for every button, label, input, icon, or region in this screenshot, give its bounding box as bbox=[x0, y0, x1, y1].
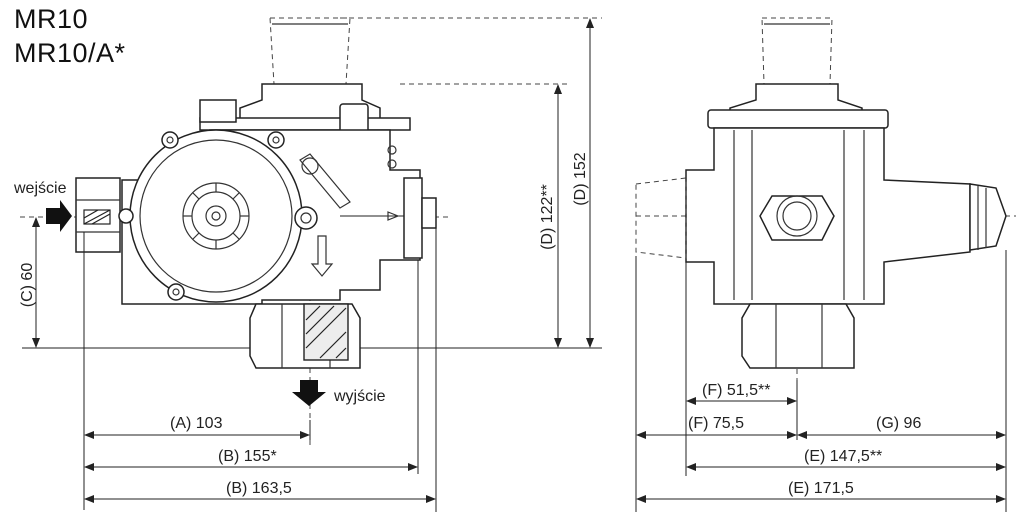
screw bbox=[118, 208, 134, 224]
vent-port bbox=[421, 197, 437, 229]
dim-label-e2: (E) 171,5 bbox=[788, 480, 854, 497]
right-cap bbox=[969, 183, 1007, 251]
knob-ribs bbox=[183, 183, 249, 249]
dim-label-g: (G) 96 bbox=[876, 415, 922, 432]
screw bbox=[167, 283, 185, 301]
cap-outline bbox=[269, 17, 351, 85]
dim-label-d2: (D) 152 bbox=[572, 152, 589, 206]
model-title-line1: MR10 bbox=[14, 4, 89, 34]
pressure-plug bbox=[294, 206, 318, 230]
dim-label-d1: (D) 122** bbox=[539, 184, 556, 250]
front-view-regulator bbox=[635, 17, 1016, 512]
inlet-connector bbox=[75, 177, 121, 253]
dim-label-a: (A) 103 bbox=[170, 415, 223, 432]
dim-label-b2: (B) 163,5 bbox=[226, 480, 292, 497]
dim-label-f1: (F) 51,5** bbox=[702, 382, 771, 399]
outlet-label: wyjście bbox=[334, 388, 386, 405]
dim-label-c: (C) 60 bbox=[19, 262, 36, 308]
dim-label-b1: (B) 155* bbox=[218, 448, 277, 465]
screw bbox=[161, 131, 179, 149]
outlet-arrow-icon bbox=[292, 380, 326, 406]
inlet-stub-dashed bbox=[635, 177, 687, 259]
outlet-nut-front bbox=[741, 303, 855, 369]
dim-label-e1: (E) 147,5** bbox=[804, 448, 883, 465]
center-hex bbox=[759, 195, 835, 241]
internal-flow-arrow bbox=[310, 235, 334, 277]
inlet-label: wejście bbox=[14, 180, 67, 197]
side-view-regulator bbox=[20, 17, 602, 512]
diaphragm-housing bbox=[129, 129, 303, 303]
cap-outline-right bbox=[761, 17, 833, 85]
dim-label-f2: (F) 75,5 bbox=[688, 415, 745, 432]
model-title-line2: MR10/A* bbox=[14, 38, 126, 68]
relief-lever bbox=[299, 153, 351, 209]
screw bbox=[267, 131, 285, 149]
inlet-arrow-icon bbox=[46, 200, 72, 232]
